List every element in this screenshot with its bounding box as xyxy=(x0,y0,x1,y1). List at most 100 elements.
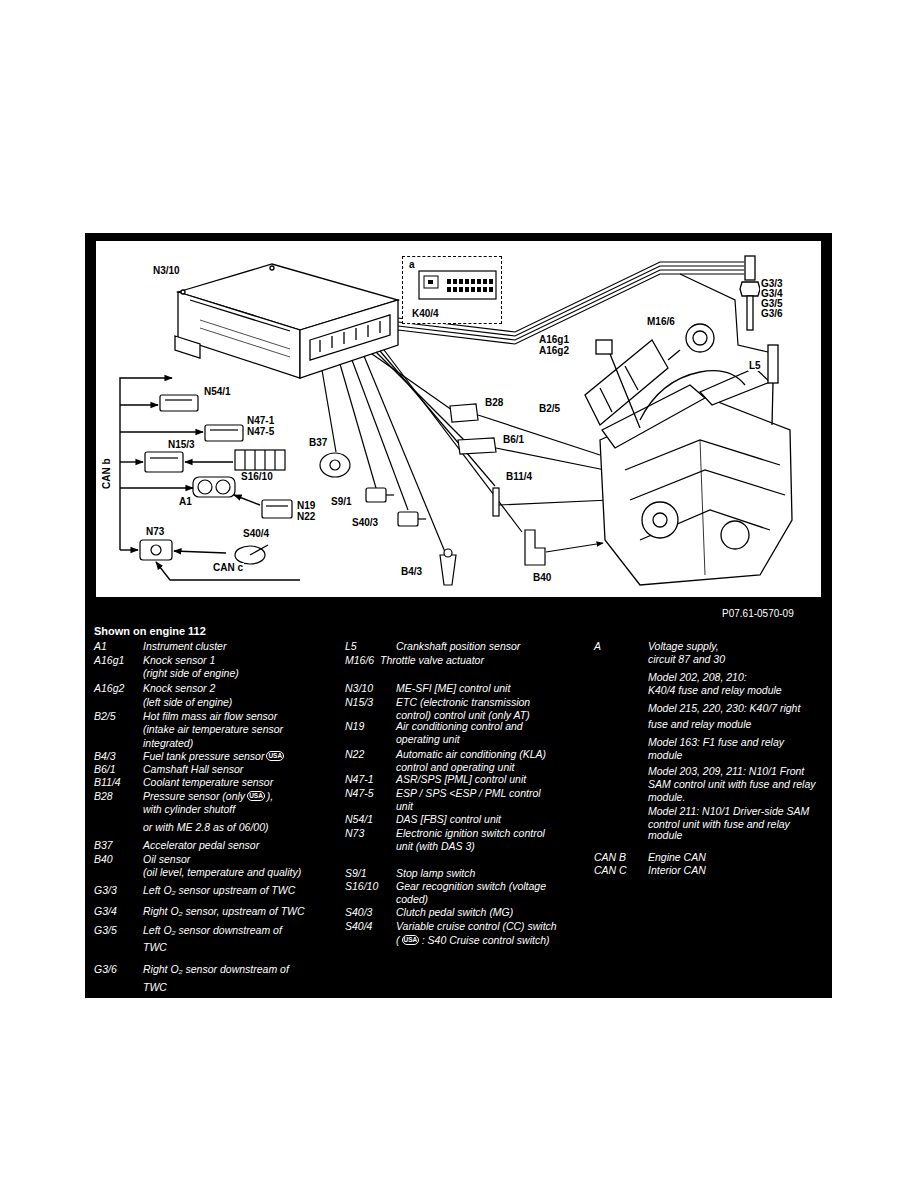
legend-text: module xyxy=(648,829,682,841)
bus-label: CAN b xyxy=(102,457,112,490)
figure-frame xyxy=(85,233,832,998)
engine xyxy=(625,366,638,390)
cabin-components xyxy=(205,425,243,441)
legend-text: (right side of engine) xyxy=(143,667,239,679)
legend-text: ( xyxy=(396,934,400,946)
callout-label: S40/4 xyxy=(242,529,270,539)
legend-text: circuit 87 and 30 xyxy=(648,653,725,665)
cabin-components xyxy=(264,450,265,470)
callout-label: B40 xyxy=(532,573,552,583)
engine xyxy=(721,521,749,549)
legend-text: Gear recognition switch (voltage xyxy=(396,880,546,892)
can-bus xyxy=(120,487,193,488)
callout-label: A16g2 xyxy=(538,346,570,356)
callout-label: L5 xyxy=(748,361,762,371)
fuse-slot xyxy=(453,287,457,292)
legend-text: (left side of engine) xyxy=(143,696,232,708)
engine-sensors xyxy=(493,488,499,516)
legend-text: TWC xyxy=(143,941,167,953)
legend-code: A16g2 xyxy=(94,682,124,694)
can-bus xyxy=(234,495,260,505)
engine xyxy=(700,440,705,575)
engine xyxy=(630,470,785,500)
legend-code: S40/3 xyxy=(345,906,372,918)
callout-label: B11/4 xyxy=(505,472,533,482)
cabin-components xyxy=(320,453,350,477)
engine xyxy=(686,324,714,352)
cabin-components xyxy=(210,429,238,430)
legend-heading: Shown on engine 112 xyxy=(94,625,206,637)
legend-text: Instrument cluster xyxy=(143,640,226,652)
legend-text: Knock sensor 1 xyxy=(143,654,215,666)
fuse-slot xyxy=(447,279,451,284)
callout-label: G3/3 xyxy=(760,279,784,289)
engine xyxy=(653,513,667,527)
cabin-components xyxy=(274,450,275,470)
callout-label: B28 xyxy=(484,398,504,408)
legend-text: integrated) xyxy=(143,737,193,749)
legend-code: G3/6 xyxy=(94,963,117,975)
legend-code: B4/3 xyxy=(94,750,116,762)
legend-text: Pressure sensor (only xyxy=(143,790,245,802)
fuse-slot xyxy=(489,287,493,292)
legend-text: Clutch pedal switch (MG) xyxy=(396,906,513,918)
control-unit xyxy=(270,266,274,270)
legend-text: Oil sensor xyxy=(143,853,190,865)
fuse-slot xyxy=(471,279,475,284)
control-unit xyxy=(319,340,320,352)
callout-label: B2/5 xyxy=(538,404,561,414)
fuse-relay-module xyxy=(419,271,496,299)
legend-text: Fuel tank pressure sensor xyxy=(143,750,264,762)
cabin-components xyxy=(151,545,161,555)
cabin-components xyxy=(216,480,230,494)
control-unit xyxy=(331,336,332,348)
engine xyxy=(668,350,680,360)
cabin-components xyxy=(193,477,235,497)
control-unit xyxy=(200,320,290,349)
legend-text: with cylinder shutoff xyxy=(143,803,235,815)
control-unit xyxy=(300,300,398,378)
legend-code: N19 xyxy=(345,720,364,732)
cabin-components xyxy=(398,512,418,526)
legend-text: ESP / SPS <ESP / PML control xyxy=(396,787,541,799)
legend-text: Camshaft Hall sensor xyxy=(143,763,243,775)
relay-module-inset: aK40/4 xyxy=(402,256,502,324)
engine xyxy=(585,256,792,585)
cabin-components xyxy=(366,488,386,502)
legend-code: N3/10 xyxy=(345,682,373,694)
legend-text: control unit with fuse and relay xyxy=(648,818,790,830)
legend-text: ), xyxy=(267,790,273,802)
legend-text: Stop lamp switch xyxy=(396,867,475,879)
control-unit xyxy=(190,300,290,331)
callout-label: A16g1 xyxy=(538,335,570,345)
cabin-components xyxy=(150,457,178,458)
legend-code: A1 xyxy=(94,640,107,652)
can-bus xyxy=(120,431,203,432)
legend-text: control and operating unit xyxy=(396,761,515,773)
market-icon: USA xyxy=(266,751,284,761)
legend-text: K40/4 fuse and relay module xyxy=(648,684,782,696)
legend-code: S9/1 xyxy=(345,867,367,879)
control-unit xyxy=(200,328,290,357)
engine xyxy=(596,340,612,354)
cabin-components xyxy=(165,399,192,400)
wire-bundle xyxy=(380,351,495,486)
wire-bundle xyxy=(372,354,452,410)
engine xyxy=(585,340,668,425)
legend-text: Automatic air conditioning (KLA) xyxy=(396,748,546,760)
callout-label: S16/10 xyxy=(240,472,274,482)
fuse-slot xyxy=(489,279,493,284)
legend-text: (oil level, temperature and quality) xyxy=(143,866,301,878)
cabin-components xyxy=(198,480,212,494)
legend-text: control) control unit (only AT) xyxy=(396,709,530,721)
fuse-slot xyxy=(465,279,469,284)
can-bus xyxy=(174,551,226,553)
cabin-components xyxy=(444,549,452,557)
market-icon: USA xyxy=(247,791,265,801)
callout-label: G3/5 xyxy=(760,299,784,309)
callout-label: N3/10 xyxy=(152,266,181,276)
legend-text: Electronic ignition switch control xyxy=(396,827,545,839)
engine xyxy=(768,345,778,383)
cabin-components xyxy=(160,395,198,411)
